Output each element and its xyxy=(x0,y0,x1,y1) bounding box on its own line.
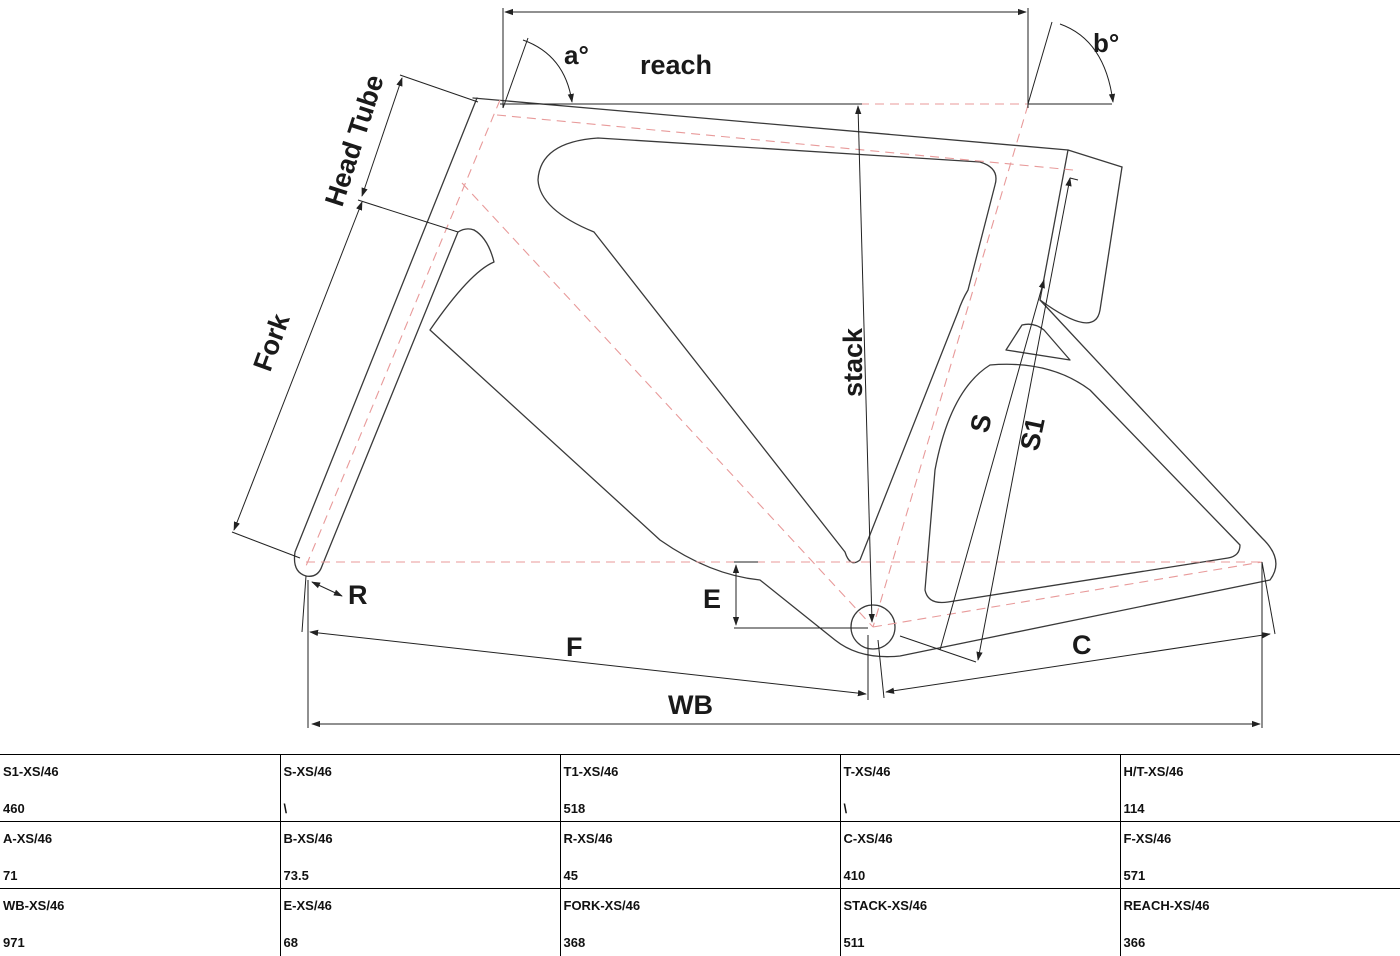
measurement-label: S-XS/46 xyxy=(283,764,332,779)
seat-cluster-cutout xyxy=(1005,323,1071,361)
front-triangle-inner xyxy=(537,137,997,564)
measurement-value: 511 xyxy=(843,935,865,950)
fork-front-edge xyxy=(293,97,478,577)
down-tube-lower-edge xyxy=(429,229,1277,658)
dimension-lines xyxy=(231,8,1276,728)
measurement-value: 571 xyxy=(1123,868,1146,883)
measurement-label: REACH-XS/46 xyxy=(1123,898,1210,913)
table-row: A-XS/46 71 B-XS/46 73.5 R-XS/46 45 C-XS/46 410 F… xyxy=(0,821,1400,889)
top-tube-top-edge xyxy=(472,97,1123,168)
stack-label: stack xyxy=(838,327,868,397)
f-label: F xyxy=(566,632,583,662)
measurement-value: 68 xyxy=(283,935,298,950)
geometry-table-body: S1-XS/46 460 S-XS/46 \ T1-XS/46 518 T-XS/46 \ H/… xyxy=(0,754,1400,956)
measurement-label: T1-XS/46 xyxy=(563,764,619,779)
measurement-label: H/T-XS/46 xyxy=(1123,764,1184,779)
table-cell: WB-XS/46 971 xyxy=(0,889,280,956)
table-cell: R-XS/46 45 xyxy=(559,821,840,889)
table-cell: T1-XS/46 518 xyxy=(559,754,840,822)
measurement-label: T-XS/46 xyxy=(843,764,891,779)
frame-centerlines xyxy=(305,99,1263,628)
angle-b-label: b° xyxy=(1093,28,1119,58)
fork-rear-edge xyxy=(305,228,475,577)
s-label: S xyxy=(965,411,998,435)
measurement-value: \ xyxy=(843,801,848,816)
measurement-value: 73.5 xyxy=(283,868,309,883)
measurement-value: 971 xyxy=(3,935,25,950)
table-cell: REACH-XS/46 366 xyxy=(1119,888,1400,956)
measurement-value: 460 xyxy=(3,801,25,816)
head-tube-label: Head Tube xyxy=(319,71,390,210)
measurement-label: E-XS/46 xyxy=(283,898,332,913)
table-cell: STACK-XS/46 511 xyxy=(839,888,1120,956)
measurement-label: A-XS/46 xyxy=(3,831,53,846)
measurement-value: 366 xyxy=(1123,935,1146,950)
s1-label: S1 xyxy=(1015,415,1051,454)
measurement-label: B-XS/46 xyxy=(283,831,333,846)
table-cell: T-XS/46 \ xyxy=(839,754,1120,822)
e-label: E xyxy=(703,584,721,614)
table-row: WB-XS/46 971 E-XS/46 68 FORK-XS/46 368 STACK-X… xyxy=(0,888,1400,956)
measurement-label: FORK-XS/46 xyxy=(563,898,641,913)
measurement-value: \ xyxy=(283,801,288,816)
measurement-value: 368 xyxy=(563,935,586,950)
table-row: S1-XS/46 460 S-XS/46 \ T1-XS/46 518 T-XS/46 \ H/… xyxy=(0,754,1400,822)
bike-frame-outline xyxy=(293,97,1277,658)
table-cell: C-XS/46 410 xyxy=(839,821,1120,889)
r-label: R xyxy=(348,580,368,610)
measurement-label: F-XS/46 xyxy=(1123,831,1172,846)
table-cell: A-XS/46 71 xyxy=(0,821,280,889)
measurement-label: C-XS/46 xyxy=(843,831,893,846)
frame-geometry-diagram: reach a° b° Head Tube Fork stack S S1 R … xyxy=(231,8,1277,728)
rear-triangle-inner xyxy=(924,363,1241,604)
measurement-value: 71 xyxy=(3,868,18,883)
table-cell: H/T-XS/46 114 xyxy=(1119,754,1400,822)
measurement-label: S1-XS/46 xyxy=(3,764,59,779)
seat-tube-rear-edge xyxy=(1039,149,1123,324)
table-cell: F-XS/46 571 xyxy=(1119,821,1400,889)
geometry-table: S1-XS/46 460 S-XS/46 \ T1-XS/46 518 T-XS/46 \ H/… xyxy=(0,754,1400,956)
table-cell: E-XS/46 68 xyxy=(279,888,560,956)
measurement-value: 45 xyxy=(563,868,578,883)
measurement-value: 114 xyxy=(1123,801,1145,816)
angle-a-label: a° xyxy=(564,40,589,70)
table-cell: B-XS/46 73.5 xyxy=(279,821,560,889)
measurement-label: WB-XS/46 xyxy=(3,898,65,913)
measurement-value: 518 xyxy=(563,801,586,816)
measurement-value: 410 xyxy=(843,868,866,883)
measurement-label: STACK-XS/46 xyxy=(843,898,928,913)
table-cell: S1-XS/46 460 xyxy=(0,754,280,822)
c-label: C xyxy=(1072,630,1092,660)
table-cell: FORK-XS/46 368 xyxy=(559,888,840,956)
fork-label: Fork xyxy=(247,309,296,375)
table-cell: S-XS/46 \ xyxy=(279,754,560,822)
wb-label: WB xyxy=(668,690,713,720)
reach-label: reach xyxy=(640,50,712,80)
measurement-label: R-XS/46 xyxy=(563,831,613,846)
